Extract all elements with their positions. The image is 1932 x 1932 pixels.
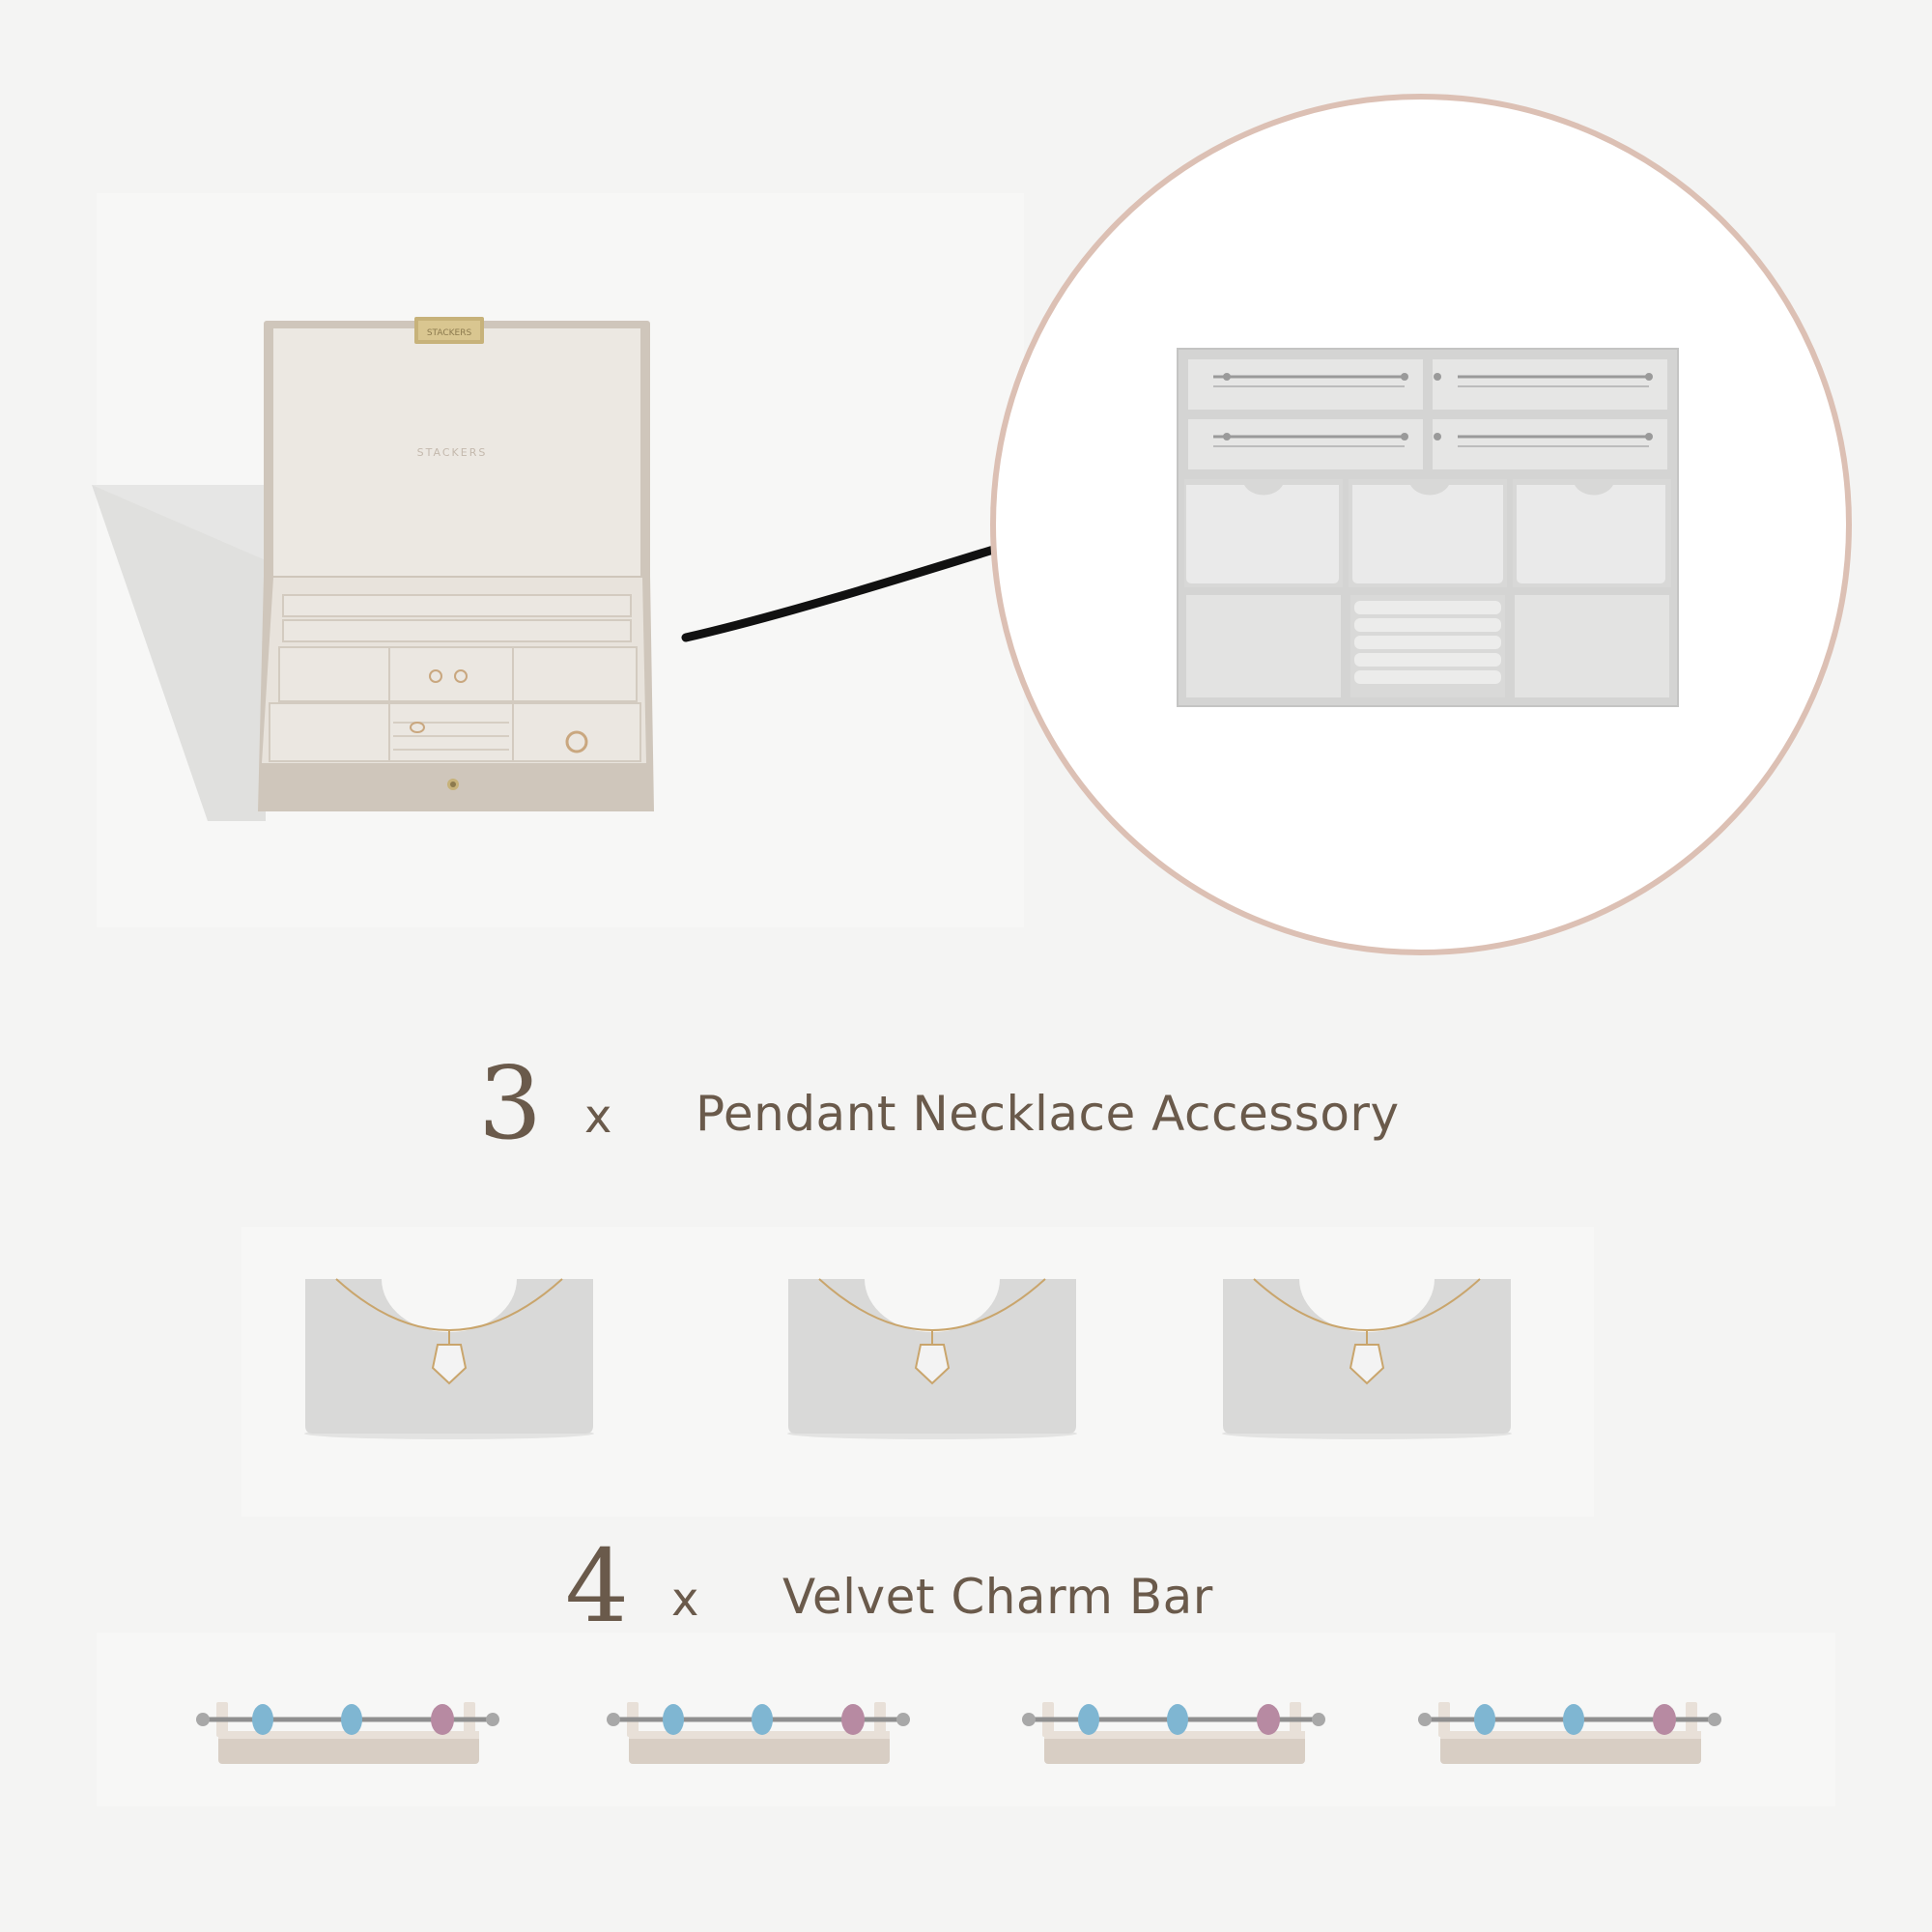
pendant-multiplier: x — [584, 1090, 612, 1144]
tray-layout-image — [1177, 348, 1679, 707]
pendant-label: Pendant Necklace Accessory — [696, 1086, 1400, 1142]
pendant-necklace-card — [304, 1278, 594, 1439]
ring-rolls — [1354, 601, 1501, 684]
necklace-card-slots — [1184, 479, 1671, 587]
clasp-brand: STACKERS — [427, 328, 472, 338]
velvet-charm-bar — [1418, 1702, 1721, 1764]
velvet-charm-bar — [196, 1702, 499, 1764]
pendant-necklace-card — [787, 1278, 1077, 1439]
jewellery-box-image: STACKERS STACKERS — [92, 317, 654, 821]
charm-bar-multiplier: x — [671, 1573, 699, 1627]
accessory-row-charm-bar: 4 x Velvet Charm Bar — [0, 1536, 1932, 1652]
charm-bar-slots — [1188, 359, 1667, 469]
charm-bar-count: 4 — [565, 1527, 630, 1645]
velvet-charm-bar — [607, 1702, 910, 1764]
pendant-count: 3 — [478, 1044, 543, 1162]
accessory-row-pendant: 3 x Pendant Necklace Accessory — [0, 1053, 1932, 1169]
charm-bar-label: Velvet Charm Bar — [782, 1569, 1213, 1625]
clasp-plate — [414, 317, 484, 344]
pendant-necklace-card — [1222, 1278, 1512, 1439]
velvet-charm-bar — [1022, 1702, 1325, 1764]
lid-brand: STACKERS — [417, 446, 488, 459]
